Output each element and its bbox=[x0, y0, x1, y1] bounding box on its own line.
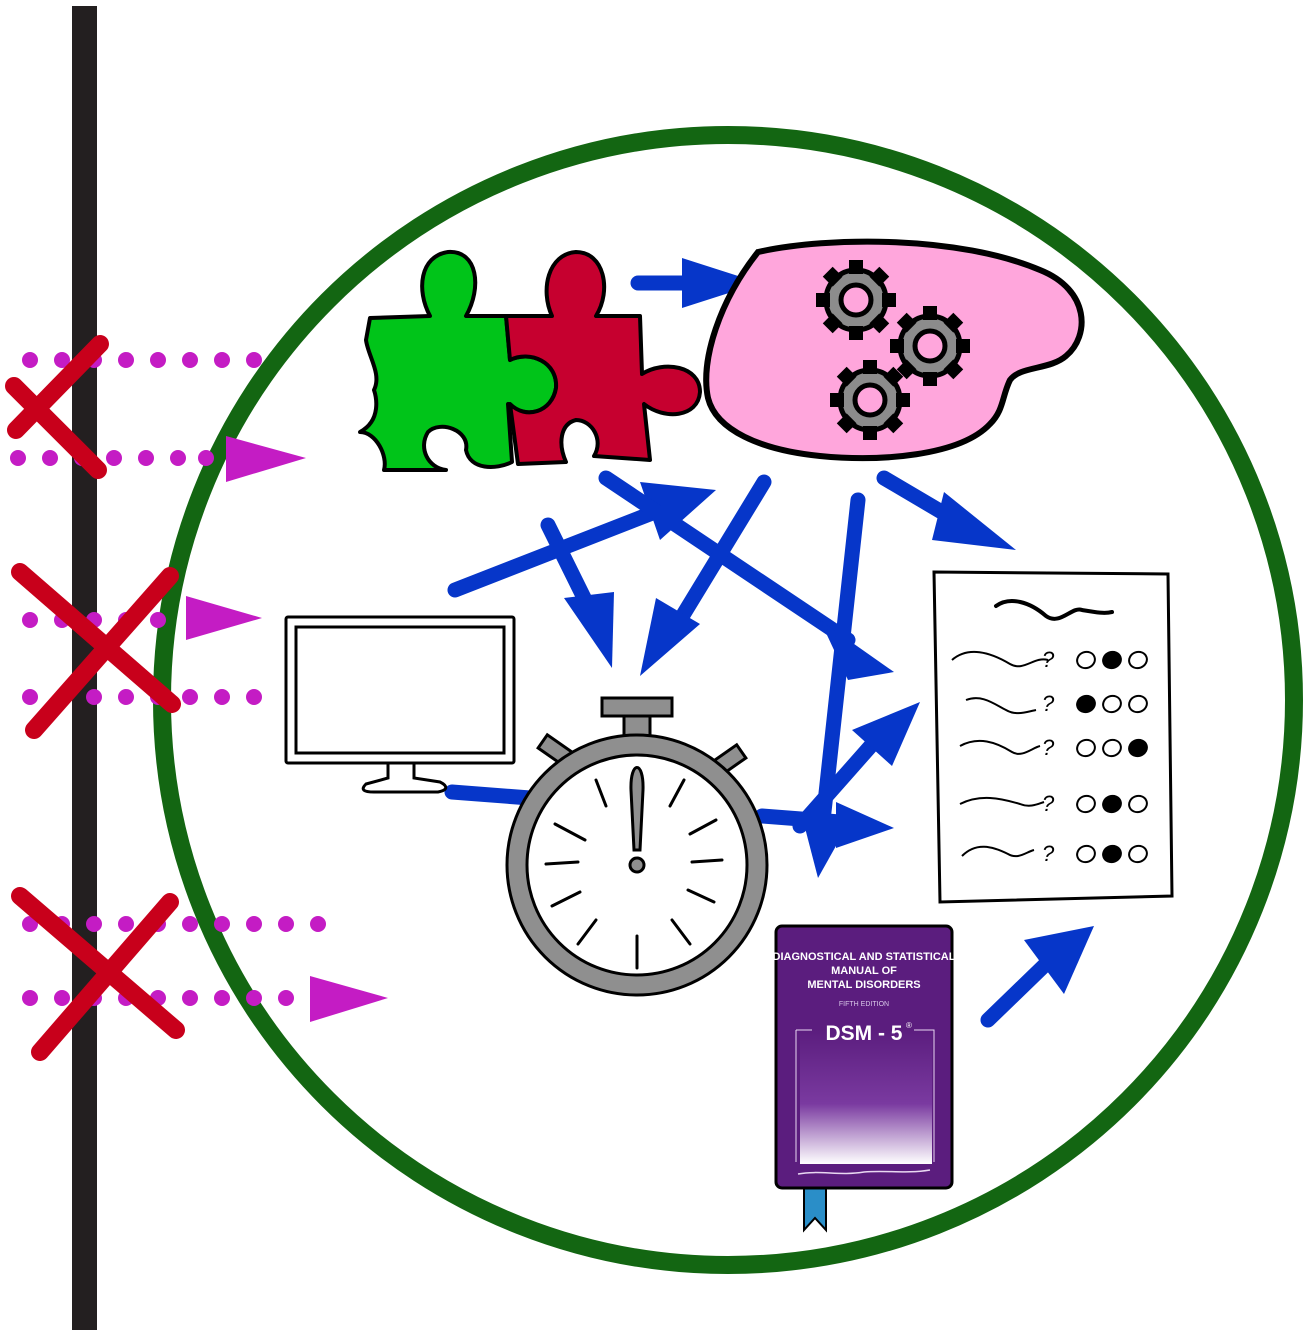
puzzle-icon bbox=[358, 249, 702, 472]
answer-bubble-empty[interactable] bbox=[1101, 693, 1123, 714]
answer-bubble-empty[interactable] bbox=[1127, 693, 1149, 714]
arrow-brain-to-questionnaire-down bbox=[804, 492, 866, 878]
question-mark: ? bbox=[1042, 647, 1055, 672]
question-mark: ? bbox=[1042, 791, 1055, 816]
stopwatch-button bbox=[600, 696, 674, 718]
book-name: DSM - 5 bbox=[825, 1022, 902, 1045]
question-mark: ? bbox=[1042, 735, 1055, 760]
arrow-brain-to-questionnaire bbox=[876, 470, 1016, 550]
arrow-book-to-questionnaire bbox=[980, 926, 1094, 1028]
question-scribble bbox=[959, 797, 1045, 807]
flow-arrows bbox=[444, 258, 1094, 1028]
dotted-arrow-1 bbox=[10, 436, 306, 482]
dotted-line-1 bbox=[22, 352, 262, 368]
book-title-line-3: MENTAL DISORDERS bbox=[807, 979, 920, 991]
monitor-stand bbox=[361, 761, 448, 794]
stopwatch-icon bbox=[505, 696, 769, 997]
answer-bubble-filled[interactable] bbox=[1101, 843, 1123, 864]
answer-bubble-empty[interactable] bbox=[1127, 843, 1149, 864]
book-bottom-scribble bbox=[797, 1169, 931, 1175]
question-scribble bbox=[959, 739, 1041, 755]
questionnaire-heading-scribble bbox=[994, 599, 1114, 621]
questionnaire-icon: ????? bbox=[932, 570, 1174, 904]
book-registered-mark: ® bbox=[906, 1021, 912, 1030]
answer-bubble-empty[interactable] bbox=[1075, 649, 1097, 670]
arrow-brain-to-stopwatch-b bbox=[640, 474, 772, 676]
arrow-brain-to-stopwatch-a bbox=[540, 517, 614, 668]
blocked-cross-icon bbox=[11, 887, 185, 1061]
book-title-line-2: MANUAL OF bbox=[831, 965, 897, 977]
questionnaire-row: ? bbox=[959, 791, 1149, 816]
blocked-cross-icon bbox=[5, 335, 109, 479]
book-edition: FIFTH EDITION bbox=[839, 1001, 889, 1008]
brain-gears-icon bbox=[703, 238, 1085, 462]
book-frame-line bbox=[795, 1029, 935, 1162]
answer-bubble-empty[interactable] bbox=[1075, 843, 1097, 864]
questionnaire-row: ? bbox=[959, 735, 1149, 760]
dsm-book-icon: DIAGNOSTICAL AND STATISTICAL MANUAL OF M… bbox=[773, 924, 956, 1233]
questionnaire-rows: ????? bbox=[951, 647, 1149, 866]
answer-bubble-filled[interactable] bbox=[1075, 693, 1097, 714]
questionnaire-row: ? bbox=[961, 841, 1149, 866]
answer-bubble-empty[interactable] bbox=[1075, 737, 1097, 758]
blocked-cross-icon bbox=[11, 563, 181, 739]
arrow-monitor-to-brain bbox=[447, 482, 716, 598]
puzzle-piece-red bbox=[504, 250, 702, 466]
answer-bubble-filled[interactable] bbox=[1101, 793, 1123, 814]
monitor-screen bbox=[294, 625, 506, 755]
answer-bubble-empty[interactable] bbox=[1127, 793, 1149, 814]
answer-bubble-empty[interactable] bbox=[1075, 793, 1097, 814]
question-scribble bbox=[961, 845, 1035, 858]
question-scribble bbox=[965, 697, 1037, 715]
answer-bubble-filled[interactable] bbox=[1127, 737, 1149, 758]
answer-bubble-filled[interactable] bbox=[1101, 649, 1123, 670]
stopwatch-hand bbox=[629, 766, 645, 852]
dotted-arrow-3 bbox=[22, 976, 388, 1022]
answer-bubble-empty[interactable] bbox=[1127, 649, 1149, 670]
monitor-icon bbox=[284, 615, 516, 794]
question-mark: ? bbox=[1042, 841, 1055, 866]
questionnaire-row: ? bbox=[951, 647, 1149, 672]
question-mark: ? bbox=[1042, 691, 1055, 716]
answer-bubble-empty[interactable] bbox=[1101, 737, 1123, 758]
stopwatch-ticks bbox=[544, 778, 724, 970]
book-title-line-1: DIAGNOSTICAL AND STATISTICAL bbox=[773, 951, 956, 963]
blocked-cross-icons bbox=[5, 335, 185, 1061]
question-scribble bbox=[951, 650, 1049, 668]
questionnaire-row: ? bbox=[965, 691, 1149, 716]
book-gradient-panel bbox=[800, 1030, 932, 1164]
puzzle-piece-green bbox=[358, 249, 559, 472]
arrow-puzzle-to-brain bbox=[630, 258, 760, 308]
arrow-stopwatch-to-questionnaire bbox=[792, 702, 920, 834]
